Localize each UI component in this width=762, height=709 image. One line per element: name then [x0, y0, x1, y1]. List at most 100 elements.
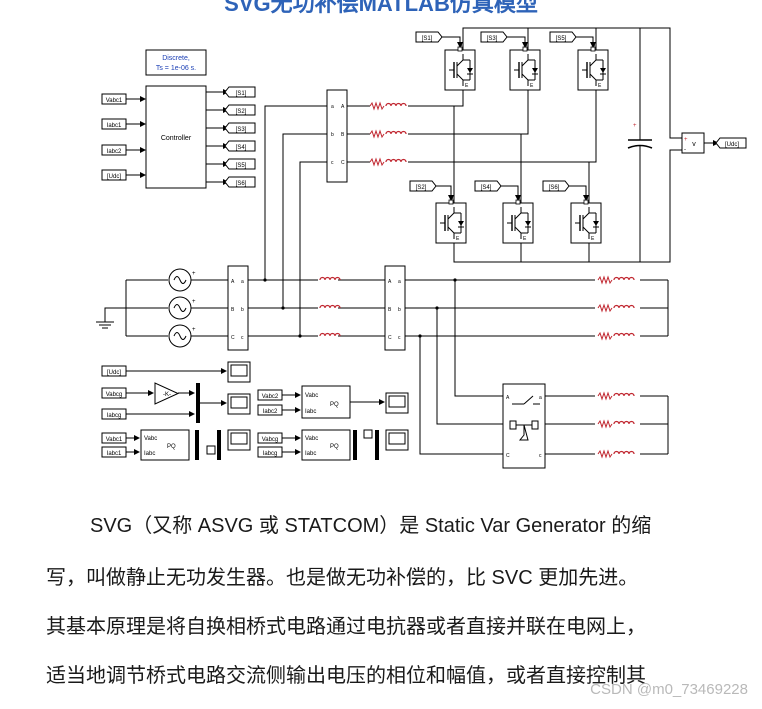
- paragraph-line-2: 写，叫做静止无功发生器。也是做无功补偿的，比 SVC 更加先进。: [46, 567, 639, 589]
- svg-text:Vabc2: Vabc2: [262, 394, 279, 400]
- load1-phase-b: [597, 304, 635, 312]
- scope-pq2: [385, 392, 409, 414]
- from-tag-vabcg: Vabcg: [106, 392, 123, 398]
- lower-igbt-row: [435, 194, 602, 244]
- upper-igbt-row: [444, 41, 609, 91]
- page-title: SVG无功补偿MATLAB仿真模型: [224, 0, 538, 16]
- line-inductor-b: [319, 304, 341, 309]
- svg-text:Vabc1: Vabc1: [106, 437, 123, 443]
- from-tag-s5: [S5]: [556, 36, 567, 42]
- goto-tag-s3: [S3]: [236, 127, 247, 133]
- three-phase-breaker[interactable]: A a C c: [502, 383, 546, 469]
- scope-pq3: [385, 429, 409, 451]
- controller-outputs: [S1] [S2] [S3] [S4] [S5] [S6]: [206, 86, 256, 188]
- svg-text:b: b: [331, 132, 334, 138]
- svg-text:Iabcg: Iabcg: [263, 451, 278, 457]
- load2-phase-a: [597, 392, 635, 400]
- source-phase-c: [168, 324, 192, 348]
- svg-text:Iabc: Iabc: [144, 451, 155, 457]
- scope-udc: [227, 361, 251, 383]
- load1-phase-a: [597, 276, 635, 284]
- measurement-udc: [Udc]: [101, 361, 251, 383]
- powergui-block[interactable]: Discrete, Ts = 1e-06 s.: [145, 49, 207, 76]
- svg-text:PQ: PQ: [330, 444, 339, 450]
- svg-text:a: a: [398, 279, 401, 285]
- measurement-grid-current: Vabcg -K- Iabcg: [101, 382, 251, 423]
- reactor-b: [369, 130, 407, 138]
- from-tag-udc: [Udc]: [107, 174, 121, 180]
- load1-phase-c: [597, 332, 635, 340]
- svg-text:A: A: [231, 279, 235, 285]
- svg-text:Vabc: Vabc: [144, 436, 157, 442]
- csdn-watermark: CSDN @m0_73469228: [590, 681, 748, 698]
- goto-tag-s5: [S5]: [236, 163, 247, 169]
- svg-text:a: a: [241, 279, 244, 285]
- svg-text:Vabc: Vabc: [305, 393, 318, 399]
- upper-gate-tags: [S1] [S3] [S5]: [415, 31, 596, 48]
- from-tag-vabc1: Vabc1: [106, 98, 123, 104]
- controller-inputs: Vabc1 Iabc1 Iabc2 [Udc]: [101, 93, 146, 181]
- svg-text:b: b: [398, 307, 401, 313]
- svg-text:c: c: [398, 335, 401, 341]
- igbt-s2: [435, 194, 467, 244]
- svg-text:+: +: [684, 137, 688, 143]
- svg-text:+: +: [192, 271, 196, 277]
- svg-text:B: B: [341, 132, 345, 138]
- goto-tag-udc: [Udc]: [725, 142, 739, 148]
- lower-gate-tags: [S2] [S4] [S6]: [409, 180, 589, 201]
- svg-text:c: c: [331, 160, 334, 166]
- dc-voltmeter[interactable]: v + - [Udc]: [681, 132, 747, 154]
- svg-text:a: a: [331, 104, 334, 110]
- svg-text:A: A: [388, 279, 392, 285]
- svg-text:c: c: [241, 335, 244, 341]
- source-phase-b: [168, 296, 192, 320]
- controller-label: Controller: [161, 135, 192, 142]
- igbt-s4: [502, 194, 534, 244]
- igbt-s5: [577, 41, 609, 91]
- from-tag-iabc2: Iabc2: [107, 149, 122, 155]
- goto-tag-s4: [S4]: [236, 145, 247, 151]
- vi-measurement-grid[interactable]: A a B b C c: [227, 265, 249, 351]
- svg-text:C: C: [388, 335, 392, 341]
- source-phase-a: [168, 268, 192, 292]
- from-tag-s4: [S4]: [481, 185, 492, 191]
- svg-text:-: -: [684, 147, 686, 153]
- from-tag-s3: [S3]: [487, 36, 498, 42]
- svg-text:Iabc1: Iabc1: [107, 451, 122, 457]
- controller-block[interactable]: Controller: [145, 85, 207, 189]
- pq-block-1[interactable]: Vabc1 Iabc1 Vabc Iabc PQ: [101, 429, 251, 461]
- svg-text:+: +: [192, 327, 196, 333]
- svg-text:Iabc: Iabc: [305, 409, 316, 415]
- goto-tag-s1: [S1]: [236, 91, 247, 97]
- powergui-line1: Discrete,: [162, 55, 190, 62]
- reactor-a: [369, 102, 407, 110]
- svg-text:C: C: [231, 335, 235, 341]
- svg-text:Vabc: Vabc: [305, 436, 318, 442]
- load2-phase-c: [597, 450, 635, 458]
- svg-text:B: B: [231, 307, 235, 313]
- svg-text:Vabcg: Vabcg: [262, 437, 279, 443]
- converter-ac-lines: [264, 105, 590, 336]
- reactor-c: [369, 158, 407, 166]
- svg-text:+: +: [192, 299, 196, 305]
- svg-text:PQ: PQ: [167, 444, 176, 450]
- igbt-s1: [444, 41, 476, 91]
- vi-measurement-load[interactable]: A a B b C c: [384, 265, 406, 351]
- vi-measurement-upper[interactable]: a A b B c C: [326, 89, 348, 183]
- gain-block: -K-: [163, 392, 171, 398]
- paragraph-line-1: SVG（又称 ASVG 或 STATCOM）是 Static Var Gener…: [90, 515, 652, 537]
- powergui-line2: Ts = 1e-06 s.: [156, 65, 196, 72]
- load2-phase-b: [597, 420, 635, 428]
- from-tag-iabcg: Iabcg: [107, 413, 122, 419]
- from-tag-udc-scope: [Udc]: [107, 370, 121, 376]
- pq-block-2[interactable]: Vabc2 Iabc2 Vabc Iabc PQ: [257, 385, 409, 419]
- svg-text:C: C: [506, 453, 510, 459]
- igbt-s6: [570, 194, 602, 244]
- svg-text:C: C: [341, 160, 345, 166]
- pq-block-3[interactable]: Vabcg Iabcg Vabc Iabc PQ: [257, 429, 409, 461]
- dc-bus-wiring: [453, 27, 682, 263]
- svg-text:+: +: [633, 123, 637, 129]
- svg-text:B: B: [388, 307, 392, 313]
- igbt-s3: [509, 41, 541, 91]
- svg-text:A: A: [341, 104, 345, 110]
